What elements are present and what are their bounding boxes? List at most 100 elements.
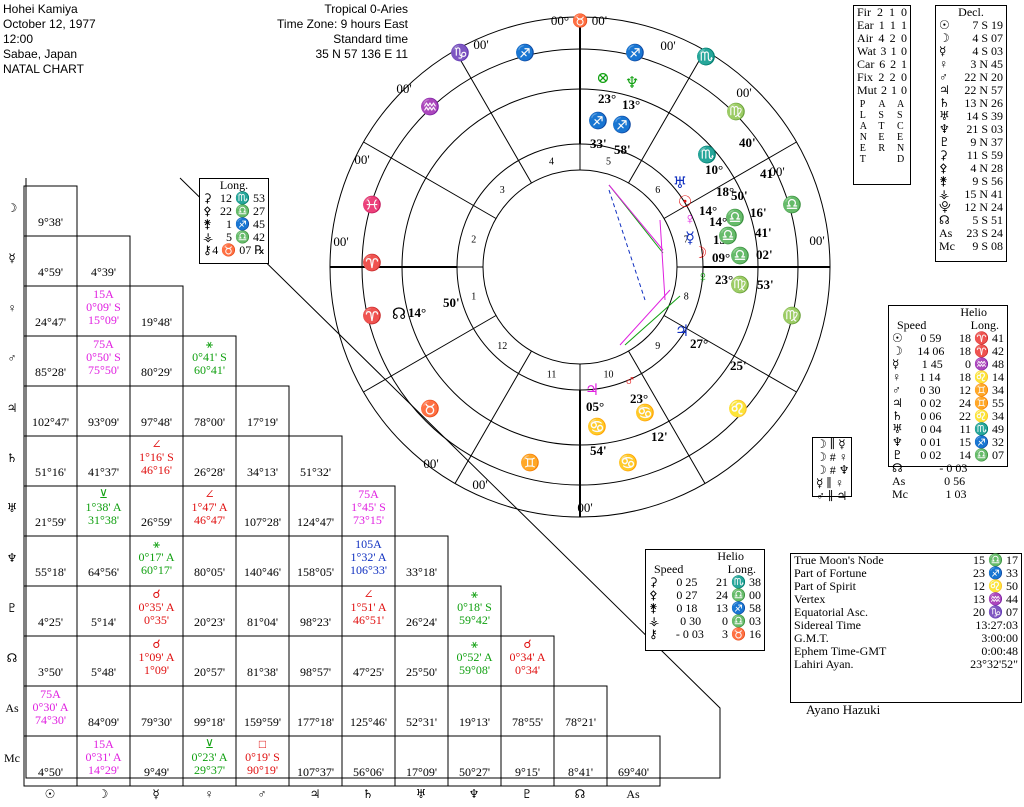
table-cell: ☽ # ♆ <box>816 463 850 477</box>
table-cell: 11 S 59 <box>966 148 1003 162</box>
table-cell: 1 <box>890 83 897 97</box>
table-cell: ☊ <box>939 213 950 227</box>
table-cell: Car <box>857 57 875 71</box>
table-row: ♃22 N 57 <box>936 84 1006 97</box>
table-cell: 3 N 45 <box>970 57 1003 71</box>
table-cell: ⚶ <box>939 187 950 201</box>
table-cell: 0 59 <box>920 331 942 345</box>
aspect-line <box>624 295 681 346</box>
table-cell: ☉ <box>939 18 950 32</box>
aspect-cell-angle: 106°33' <box>350 563 387 577</box>
table-cell: 14 S 39 <box>966 109 1003 123</box>
aspect-cell-value: 78°55' <box>512 715 543 729</box>
table-cell: 1 45 <box>921 357 943 371</box>
planet-degree-label: 12' <box>651 429 668 444</box>
inner-divider <box>518 350 532 374</box>
table-cell: 0 ♒ 48 <box>965 357 1004 371</box>
zodiac-sign-glyph: ♍ <box>726 102 746 121</box>
table-cell: Vertex <box>794 592 826 606</box>
planet-glyph: ♐ <box>588 111 608 130</box>
zodiac-sign-glyph: ♋ <box>618 453 638 472</box>
planet-degree-label: 25' <box>730 358 747 373</box>
table-cell: ☿ ∥ ♀ <box>816 476 844 490</box>
aspect-cell-angle: 59°42' <box>459 613 490 627</box>
planet-degree-label: 50' <box>443 295 460 310</box>
aspect-row-symbol: ♆ <box>7 551 18 565</box>
aspect-cell-value: 5°14' <box>91 615 116 629</box>
aspect-cell-orb: 0°23' A <box>192 750 228 764</box>
table-cell: 0 ♎ 03 <box>722 614 761 628</box>
table-cell: Ephem Time-GMT <box>794 644 887 658</box>
helio-title: Helio <box>717 549 744 563</box>
outer-cusp-label: 00' <box>354 152 369 167</box>
table-cell: Mc <box>892 487 908 501</box>
table-cell: ♄ <box>939 96 950 110</box>
table-cell: 23 ♐ 33 <box>973 566 1018 580</box>
aspect-cell-value: 52°31' <box>406 715 437 729</box>
aspect-cell-type: ☌ <box>152 637 160 651</box>
planet-glyph: ♏ <box>697 145 717 164</box>
house-number: 10 <box>603 369 613 380</box>
table-cell: 0 06 <box>920 409 942 423</box>
house-cusp-line <box>641 373 706 484</box>
aspect-cell-type: 105A <box>355 537 382 551</box>
house-number: 2 <box>471 235 476 246</box>
table-cell: 0 <box>900 44 907 58</box>
table-cell: 18 ♈ 42 <box>959 344 1004 358</box>
table-cell: 2 <box>890 57 897 71</box>
wheel-ring <box>482 169 678 365</box>
aspect-col-symbol: ♅ <box>416 787 427 801</box>
zodiac-sign-glyph: ♐ <box>625 43 645 62</box>
aspect-cell-value: 21°59' <box>35 515 66 529</box>
zodiac-sign-glyph: ♎ <box>782 195 802 214</box>
aspect-cell-value: 41°37' <box>88 465 119 479</box>
planet-degree-label: 14° <box>699 203 717 218</box>
table-cell: - 0 03 <box>675 627 704 641</box>
aspect-cell-angle: 0°35' <box>144 613 169 627</box>
table-cell: 0 04 <box>920 422 942 436</box>
house-number: 1 <box>471 291 476 302</box>
aspect-line <box>659 219 666 301</box>
table-cell: Part of Spirit <box>794 579 856 593</box>
aspect-cell-value: 19°48' <box>141 315 172 329</box>
author-signature: Ayano Hazuki <box>806 702 881 717</box>
aspect-row-symbol: ☿ <box>8 251 15 265</box>
table-cell: ⚴ <box>649 588 658 602</box>
aspect-row-symbol: ☽ <box>7 201 18 215</box>
aspect-cell-type: ∠ <box>204 487 214 501</box>
aspect-cell-orb: 0°52' A <box>457 650 493 664</box>
table-row: ⚴4 N 28 <box>936 162 1006 175</box>
aspect-col-symbol: ♃ <box>310 787 321 801</box>
decl-title: Decl. <box>958 5 984 19</box>
zodiac-sign-glyph: ♈ <box>362 306 382 325</box>
aspect-cell-orb: 0°19' S <box>245 750 280 764</box>
table-cell: ⚳ <box>649 575 658 589</box>
aspect-cell-value: 26°59' <box>141 515 172 529</box>
aspect-line <box>608 189 646 301</box>
planet-degree-label: 53' <box>757 277 774 292</box>
table-cell: 4 S 03 <box>972 44 1003 58</box>
aspect-cell-type: ⊻ <box>99 487 108 501</box>
inner-divider <box>518 160 532 184</box>
aspect-col-symbol: ☽ <box>98 787 109 801</box>
table-cell: 1 <box>888 5 895 19</box>
table-cell: 0 18 <box>676 601 698 615</box>
aspect-col-symbol: ♂ <box>258 787 267 801</box>
planet-glyph: ♎ <box>730 246 750 265</box>
table-cell: 24 ♊ 55 <box>959 396 1004 410</box>
table-row: ☿4 S 03 <box>936 45 1006 58</box>
aspect-cell-value: 80°05' <box>194 565 225 579</box>
long-title: Long. <box>219 178 249 192</box>
table-cell: Fir <box>857 5 872 19</box>
table-cell: 13 N 26 <box>964 96 1003 110</box>
